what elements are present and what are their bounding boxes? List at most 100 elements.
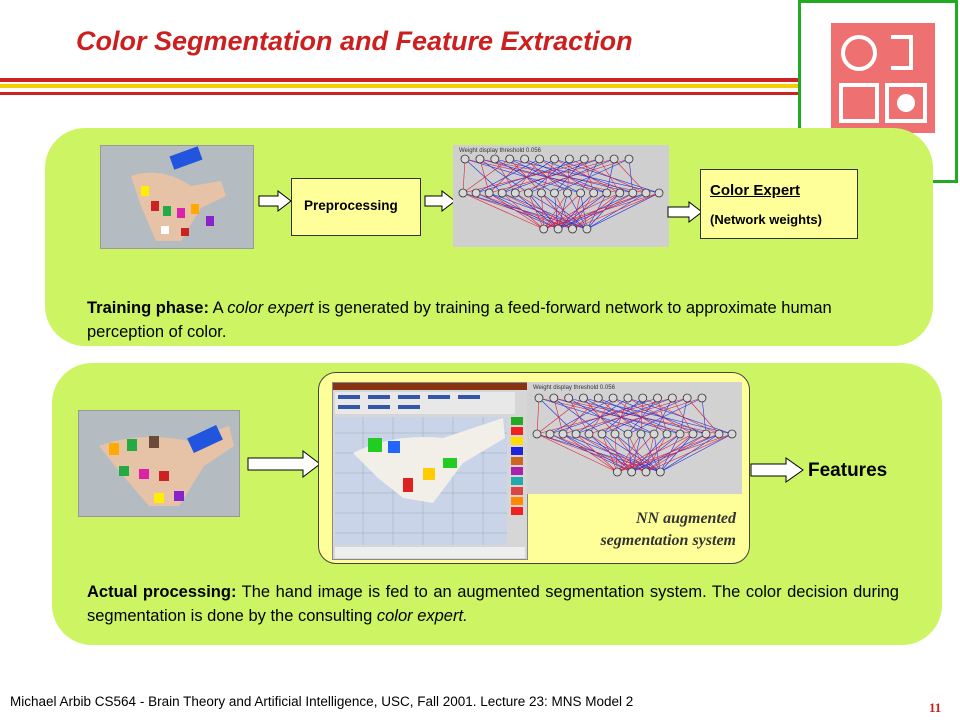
nn-node: [662, 429, 672, 439]
nn-node: [615, 188, 625, 198]
processing-caption: Actual processing: The hand image is fed…: [87, 580, 899, 628]
preprocessing-box: Preprocessing: [291, 178, 421, 236]
training-caption: Training phase: A color expert is genera…: [87, 296, 877, 344]
nn-node: [655, 467, 665, 477]
title-rule-yellow: [0, 84, 800, 88]
nn-node: [545, 429, 555, 439]
training-caption-pre: A: [208, 299, 228, 317]
nn-node: [641, 188, 651, 198]
nn-node: [589, 188, 599, 198]
nn-node: [576, 188, 585, 198]
arrow-right-icon: [424, 190, 456, 212]
training-caption-bold: Training phase:: [87, 299, 209, 317]
nn-node: [458, 188, 468, 198]
nn-node: [537, 188, 546, 198]
nn-augmented-label: NN augmented segmentation system: [540, 508, 736, 552]
nn-node: [539, 224, 549, 234]
nn-node: [688, 429, 698, 439]
nn-node: [535, 154, 544, 164]
nn-node: [534, 393, 544, 403]
arrow-right-icon: [750, 457, 804, 483]
arrow-right-icon: [247, 450, 321, 478]
brain-logo-icon: [831, 23, 935, 133]
nn-node: [564, 154, 574, 164]
features-label: Features: [808, 460, 888, 481]
nn-node: [638, 393, 648, 403]
nn-node: [490, 154, 500, 164]
nn-node: [627, 467, 637, 477]
nn-node: [610, 429, 620, 439]
nn-node: [597, 429, 607, 439]
nn-caption: Weight display threshold 0.056: [459, 148, 541, 154]
network-weights-diagram: Weight display threshold 0.056: [453, 145, 669, 247]
nn-label-line1: NN augmented: [636, 510, 736, 527]
nn-node: [653, 393, 662, 403]
processing-caption-bold: Actual processing:: [87, 583, 237, 601]
nn-node: [624, 154, 634, 164]
nn-caption: Weight display threshold 0.056: [533, 385, 615, 391]
hand-photo-training: [100, 145, 254, 249]
nn-node: [682, 393, 692, 403]
nn-node: [654, 188, 664, 198]
nn-label-line2: segmentation system: [600, 532, 736, 549]
nn-node: [549, 393, 559, 403]
nn-node: [558, 429, 568, 439]
preprocessing-label: Preprocessing: [304, 198, 398, 213]
nn-node: [571, 429, 581, 439]
nn-node: [623, 393, 633, 403]
nn-node: [649, 429, 659, 439]
nn-node: [471, 188, 481, 198]
nn-node: [550, 154, 559, 164]
training-caption-italic: color expert: [227, 299, 314, 317]
nn-node: [484, 188, 494, 198]
nn-node: [568, 224, 577, 234]
nn-node: [602, 188, 612, 198]
nn-node: [510, 188, 520, 198]
nn-node: [579, 393, 588, 403]
nn-node: [675, 429, 685, 439]
color-expert-subtitle: (Network weights): [710, 212, 822, 227]
nn-node: [523, 188, 533, 198]
network-weights-diagram: Weight display threshold 0.056: [527, 382, 742, 494]
nn-node: [608, 393, 618, 403]
processing-caption-italic: color expert.: [376, 607, 468, 625]
page-number: 11: [929, 700, 942, 715]
nn-node: [727, 429, 737, 439]
arrow-right-icon: [258, 190, 292, 212]
nn-node: [593, 393, 603, 403]
color-expert-box: Color Expert (Network weights): [700, 169, 858, 239]
nn-node: [497, 188, 507, 198]
nn-node: [460, 154, 470, 164]
nn-node: [532, 429, 542, 439]
arrow-right-icon: [667, 201, 703, 223]
nn-node: [520, 154, 530, 164]
nn-node: [697, 393, 707, 403]
hand-photo-processing: [78, 410, 240, 517]
nn-node: [628, 188, 638, 198]
nn-node: [594, 154, 604, 164]
nn-node: [667, 393, 677, 403]
title-rule-red-2: [0, 92, 800, 95]
nn-node: [623, 429, 633, 439]
nn-node: [563, 188, 572, 198]
nn-node: [564, 393, 574, 403]
nn-node: [579, 154, 589, 164]
nn-node: [714, 429, 724, 439]
processing-caption-pre: The hand image is fed to an augmented se…: [87, 583, 899, 625]
nn-node: [550, 188, 559, 198]
nn-node: [584, 429, 594, 439]
color-expert-title: Color Expert: [710, 182, 801, 199]
training-caption-post: is generated by training a feed-forward …: [87, 299, 832, 341]
slide-title: Color Segmentation and Feature Extractio…: [76, 26, 633, 56]
nn-node: [582, 224, 592, 234]
nn-node: [553, 224, 563, 234]
title-rule-red: [0, 78, 800, 82]
nn-node: [701, 429, 711, 439]
nn-node: [609, 154, 619, 164]
nn-node: [505, 154, 515, 164]
nn-node: [612, 467, 622, 477]
segmentation-app-screenshot: [332, 382, 528, 560]
footer-text: Michael Arbib CS564 - Brain Theory and A…: [10, 694, 634, 709]
nn-node: [641, 467, 651, 477]
nn-node: [636, 429, 646, 439]
